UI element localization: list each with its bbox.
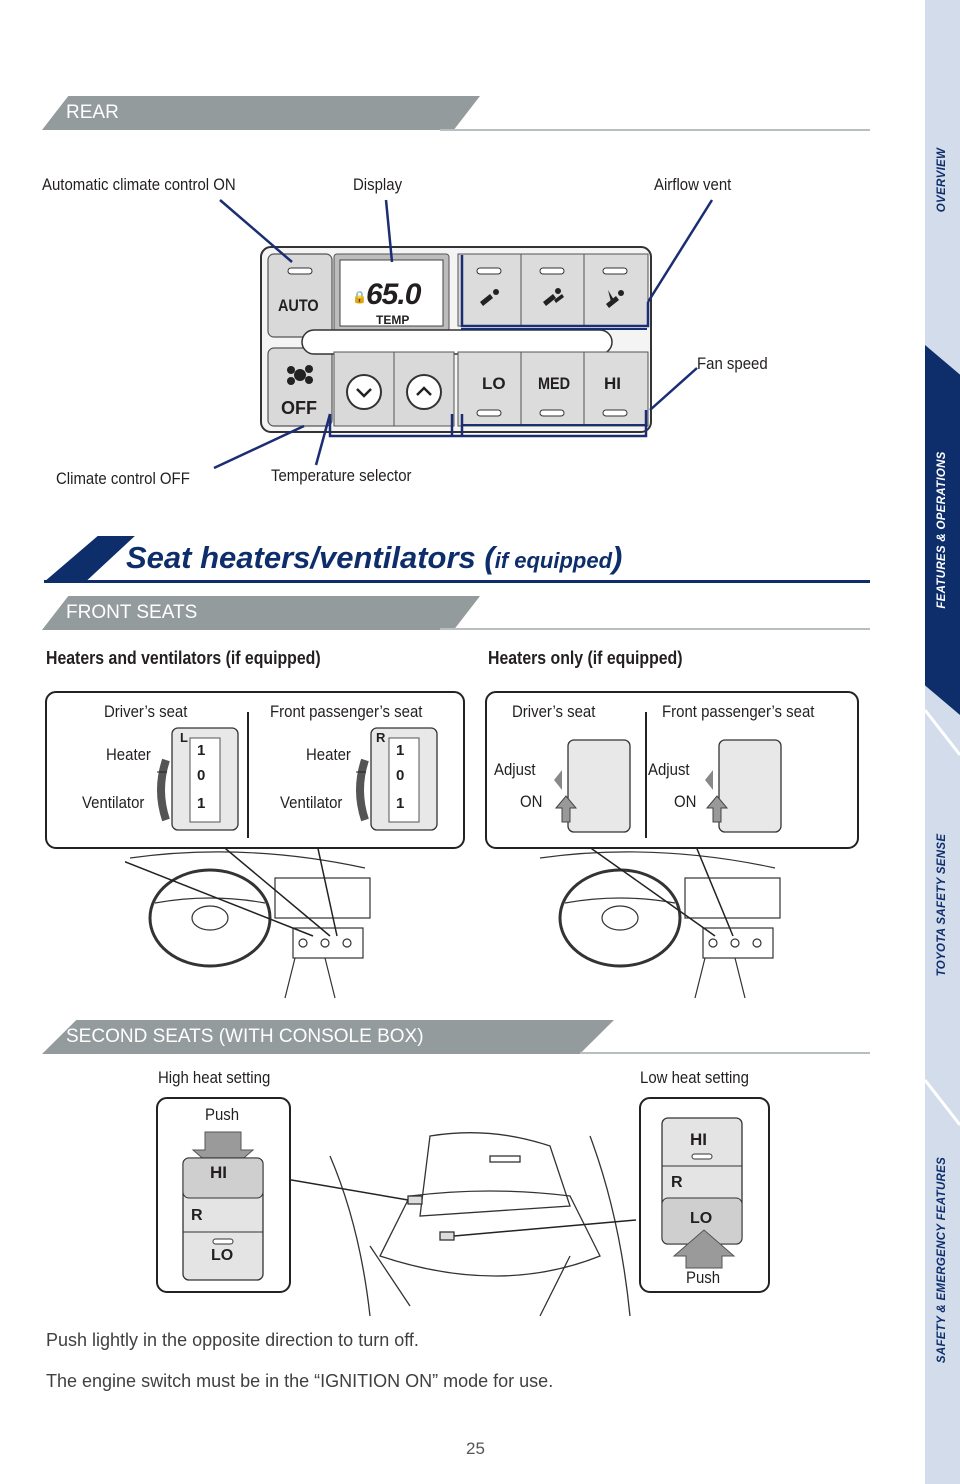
side-tab-active-bg [925,345,960,715]
side-tab-separators [925,709,960,1126]
switch-letter-r: R [376,730,386,745]
heading-heaters-ventilators: Heaters and ventilators (if equipped) [46,648,321,668]
section-line-second [580,1052,870,1054]
dial-top-driver: 1 [197,742,206,759]
callout-airflow-vent: Airflow vent [654,175,732,194]
label-push-low: Push [686,1268,721,1287]
high-r-label: R [191,1207,203,1224]
section-bar-second-seats: SECOND SEATS (WITH CONSOLE BOX) [42,1020,614,1054]
low-hi-label: HI [690,1130,707,1149]
label-low-heat: Low heat setting [640,1068,749,1087]
label-high-heat: High heat setting [158,1068,271,1087]
section-line-front [440,628,870,630]
label-push-high: Push [205,1105,240,1124]
note-ignition: The engine switch must be in the “IGNITI… [46,1371,554,1391]
dashboard-illustration-left [125,848,371,999]
rear-climate-panel [260,246,652,433]
dial-mid-driver: 0 [197,767,206,784]
callout-temperature-selector: Temperature selector [271,466,412,485]
panel-temp-label: TEMP [376,313,410,327]
label-ventilator-passenger: Ventilator [280,793,343,812]
dashboard-illustration-right [539,848,781,999]
panel-hi-label[interactable]: HI [604,374,621,393]
label-driver-seat-right: Driver’s seat [512,702,596,721]
label-ventilator-driver: Ventilator [82,793,145,812]
label-adjust-passenger: Adjust [648,760,690,779]
high-lo-label: LO [211,1247,234,1264]
section-line-rear [440,129,870,131]
rear-callout-lines [213,199,714,470]
label-heater-driver: Heater [106,745,151,764]
label-heater-passenger: Heater [306,745,351,764]
heading-heaters-only: Heaters only (if equipped) [488,648,683,668]
label-passenger-seat-left: Front passenger’s seat [270,702,423,721]
console-illustration [290,1132,637,1317]
dial-mid-passenger: 0 [396,767,405,784]
high-hi-label: HI [210,1163,227,1182]
section-title-seat-heaters: Seat heaters/ventilators (if equipped) [126,540,623,575]
panel-off-label[interactable]: OFF [281,398,317,418]
callout-auto-on: Automatic climate control ON [42,175,236,194]
label-passenger-seat-right: Front passenger’s seat [662,702,815,721]
page-number: 25 [466,1439,485,1458]
callout-fan-speed: Fan speed [697,354,768,373]
low-r-label: R [671,1174,683,1191]
high-heat-callout [156,1097,291,1293]
section-bar-front-seats: FRONT SEATS [42,596,480,630]
label-adjust-driver: Adjust [494,760,536,779]
lock-icon: 🔒 [352,290,367,304]
front-right-callout-box [485,691,859,849]
title-underline [44,580,870,583]
panel-med-label[interactable]: MED [538,374,571,393]
panel-temp-value: 65.0 [366,278,421,311]
callout-climate-off: Climate control OFF [56,469,190,488]
panel-lo-label[interactable]: LO [482,374,506,393]
note-turn-off: Push lightly in the opposite direction t… [46,1330,419,1350]
switch-letter-l: L [180,730,188,745]
section-bar-rear: REAR [42,96,480,130]
callout-display: Display [353,175,403,194]
low-lo-label: LO [690,1210,713,1227]
label-on-passenger: ON [674,792,697,811]
dial-bot-driver: 1 [197,795,206,812]
dial-top-passenger: 1 [396,742,405,759]
front-left-callout-box [45,691,465,849]
dial-bot-passenger: 1 [396,795,405,812]
low-heat-callout [639,1097,770,1293]
label-driver-seat-left: Driver’s seat [104,702,188,721]
panel-auto-label[interactable]: AUTO [278,296,319,315]
label-on-driver: ON [520,792,543,811]
side-tab-strip [925,0,960,1484]
